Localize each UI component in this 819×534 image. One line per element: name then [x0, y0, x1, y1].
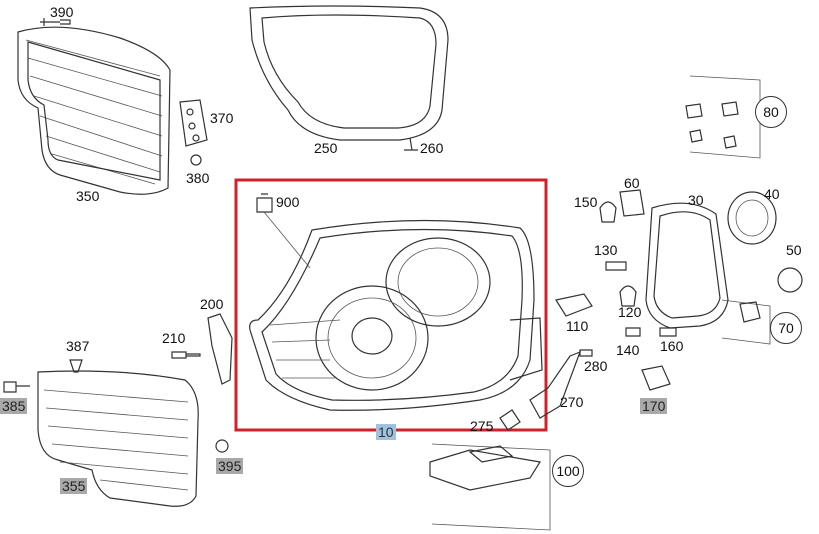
label-100: 100: [552, 455, 584, 487]
label-160: 160: [660, 338, 684, 354]
label-390: 390: [50, 4, 74, 20]
screw-385: [3, 381, 30, 393]
label-395: 395: [216, 458, 244, 474]
label-140: 140: [616, 342, 640, 358]
motor-170: [641, 365, 671, 391]
label-900: 900: [276, 194, 300, 210]
screw-210: [171, 351, 201, 359]
nut-380: [190, 154, 202, 166]
label-385: 385: [0, 398, 28, 414]
bulb-120: [619, 285, 637, 307]
label-280: 280: [584, 358, 608, 374]
label-380: 380: [186, 170, 210, 186]
bracket-370: [179, 99, 208, 147]
bulb-130: [605, 261, 627, 271]
label-350: 350: [76, 188, 100, 204]
screw-280: [579, 349, 593, 357]
cover-glass-250: [249, 5, 449, 141]
label-120: 120: [618, 304, 642, 320]
ballast-100: [429, 443, 551, 531]
label-40: 40: [764, 186, 780, 202]
screw-387: [69, 359, 83, 373]
socket-60: [619, 189, 645, 217]
label-370: 370: [210, 110, 234, 126]
label-200: 200: [200, 296, 224, 312]
label-30: 30: [688, 192, 704, 208]
headlamp-housing-10: [249, 219, 543, 411]
bracket-200: [207, 313, 233, 385]
label-110: 110: [566, 318, 589, 334]
cap-40: [727, 191, 777, 245]
label-130: 130: [594, 242, 618, 258]
upper-left-grille: [17, 26, 171, 195]
screw-260: [404, 137, 418, 151]
label-10: 10: [376, 424, 396, 440]
nut-275: [499, 409, 521, 431]
label-270: 270: [560, 394, 584, 410]
label-50: 50: [786, 242, 802, 258]
tag-900: [256, 193, 311, 269]
label-80: 80: [755, 96, 787, 128]
label-260: 260: [420, 140, 444, 156]
screw-390: [40, 18, 71, 26]
label-387: 387: [66, 338, 90, 354]
clips-80: [685, 75, 761, 159]
label-70: 70: [770, 312, 802, 344]
cover-30: [645, 202, 729, 329]
label-355: 355: [60, 478, 88, 494]
label-170: 170: [640, 398, 668, 414]
label-60: 60: [624, 175, 640, 191]
clips-70: [721, 299, 771, 345]
ring-50: [777, 267, 803, 293]
bulb-160: [659, 327, 677, 337]
lower-left-grille: [37, 370, 199, 507]
label-275: 275: [470, 418, 494, 434]
bulb-140: [625, 327, 641, 337]
bulb-150: [599, 201, 617, 223]
bulb-110: [555, 293, 593, 317]
label-250: 250: [314, 140, 338, 156]
clip-395: [215, 439, 229, 453]
label-210: 210: [162, 330, 186, 346]
label-150: 150: [574, 194, 598, 210]
